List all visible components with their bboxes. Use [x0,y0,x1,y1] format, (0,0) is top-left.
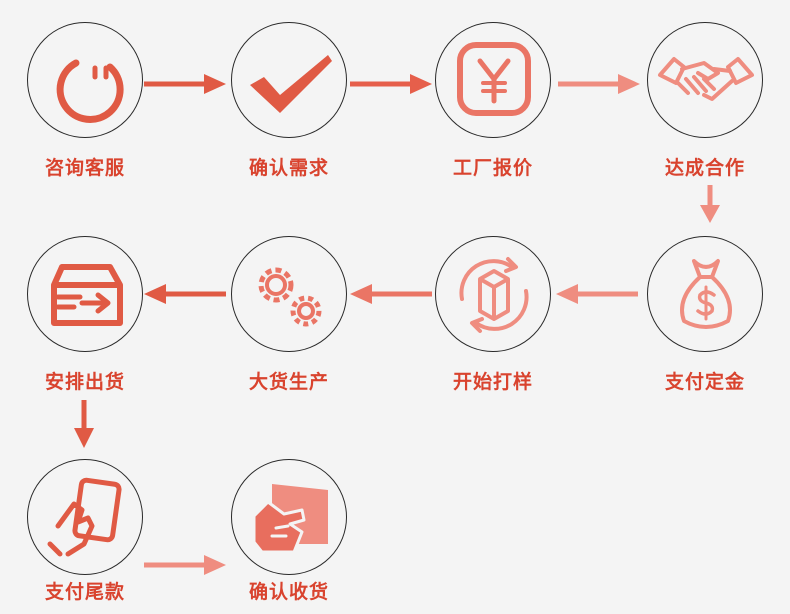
arrow-right-icon [144,74,226,94]
yen-icon [457,42,531,116]
money-bag-icon [680,259,732,329]
step-circle [231,22,347,138]
arrow-down-icon [74,400,94,448]
step-circle [231,459,347,575]
arrow-left-icon [144,284,226,304]
step-label: 安排出货 [44,371,125,393]
arrow-left-icon [350,284,432,304]
smile-face-icon [56,59,124,123]
receive-package-icon [252,484,328,554]
step-circle [647,236,763,352]
gears-icon [258,267,322,327]
step-label: 工厂报价 [452,157,533,179]
handshake-icon [658,57,754,101]
step-label: 达成合作 [664,157,745,179]
step-label: 支付定金 [664,371,745,393]
arrow-left-icon [556,284,638,304]
arrow-right-icon [350,74,432,94]
step-label: 大货生产 [248,371,329,393]
step-circle [27,459,143,575]
step-label: 支付尾款 [44,581,125,603]
arrow-down-icon [700,185,720,223]
step-label: 确认需求 [248,157,329,179]
arrow-right-icon [558,74,640,94]
box-delivery-icon [51,264,123,326]
step-circle [231,236,347,352]
arrow-right-icon [144,555,226,575]
step-label: 咨询客服 [44,157,125,179]
card-in-hand-icon [47,477,122,557]
checkmark-icon [250,55,332,113]
step-circle [27,22,143,138]
cube-cycle-icon [459,257,529,333]
step-circle [27,236,143,352]
step-circle [435,22,551,138]
step-circle [435,236,551,352]
step-label: 开始打样 [452,371,533,393]
step-circle [647,22,763,138]
step-label: 确认收货 [248,581,329,603]
